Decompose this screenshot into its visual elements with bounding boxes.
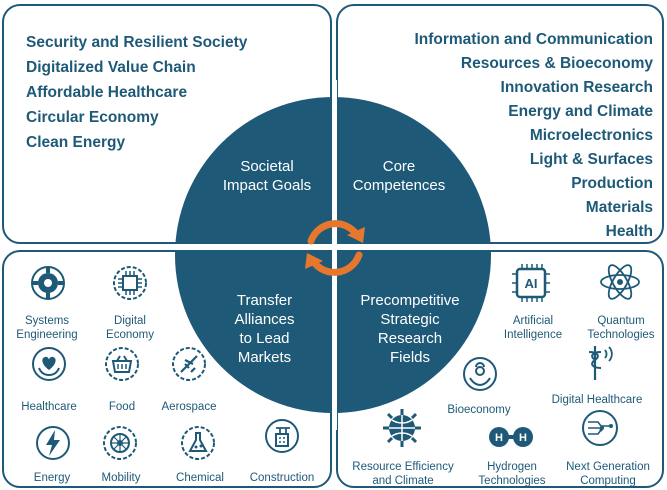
lightning-bolt-icon xyxy=(35,425,71,466)
competence-item: Microelectronics xyxy=(529,127,653,144)
goal-item: Circular Economy xyxy=(26,109,159,126)
competence-item: Production xyxy=(571,175,653,192)
crane-building-icon xyxy=(264,418,300,459)
airplane-icon xyxy=(171,346,207,387)
competence-item: Light & Surfaces xyxy=(529,151,653,168)
competence-item: Resources & Bioeconomy xyxy=(460,55,653,72)
societal-goals-list: Security and Resilient Society Digitaliz… xyxy=(26,30,247,155)
caduceus-signal-icon xyxy=(583,342,619,387)
alliance-label-mobility: Mobility xyxy=(101,472,141,484)
competence-item: Health xyxy=(605,223,653,240)
goal-item: Security and Resilient Society xyxy=(26,34,248,51)
ai-chip-icon: AI xyxy=(510,262,552,309)
alliance-label-healthcare: Healthcare xyxy=(21,401,77,413)
vertical-divider xyxy=(332,80,337,430)
atom-icon xyxy=(598,260,642,309)
flask-icon xyxy=(180,425,216,466)
field-label-digital-healthcare: Digital Healthcare xyxy=(551,394,643,406)
core-competences-list: Information and Communication Resources … xyxy=(414,28,653,244)
alliance-label-energy: Energy xyxy=(33,472,71,484)
svg-text:H: H xyxy=(519,432,527,444)
cycle-arrows-icon xyxy=(305,220,365,276)
svg-text:H: H xyxy=(495,432,503,444)
hands-heart-icon xyxy=(31,346,67,387)
globe-gear-icon xyxy=(382,408,422,453)
horizontal-divider xyxy=(150,244,520,250)
goal-item: Digitalized Value Chain xyxy=(26,59,196,76)
goal-item: Affordable Healthcare xyxy=(26,84,188,101)
alliance-label-chemical: Chemical xyxy=(176,472,224,484)
alliance-label-construction: Construction xyxy=(249,472,315,484)
plant-hands-icon xyxy=(462,356,498,397)
gear-wrench-icon xyxy=(30,265,66,306)
shopping-basket-icon xyxy=(104,346,140,387)
circuit-chip-icon xyxy=(112,265,148,306)
competence-item: Innovation Research xyxy=(500,79,653,96)
alliance-label-food: Food xyxy=(108,401,136,413)
competence-item: Materials xyxy=(585,199,653,216)
competence-item: Energy and Climate xyxy=(508,103,653,120)
wheel-icon xyxy=(102,425,138,466)
svg-text:AI: AI xyxy=(525,276,538,291)
competence-item: Information and Communication xyxy=(414,31,653,48)
alliance-label-aerospace: Aerospace xyxy=(161,401,217,413)
field-label-bioeconomy: Bioeconomy xyxy=(447,404,511,416)
goal-item: Clean Energy xyxy=(26,134,126,151)
circuit-brain-icon xyxy=(580,408,620,453)
